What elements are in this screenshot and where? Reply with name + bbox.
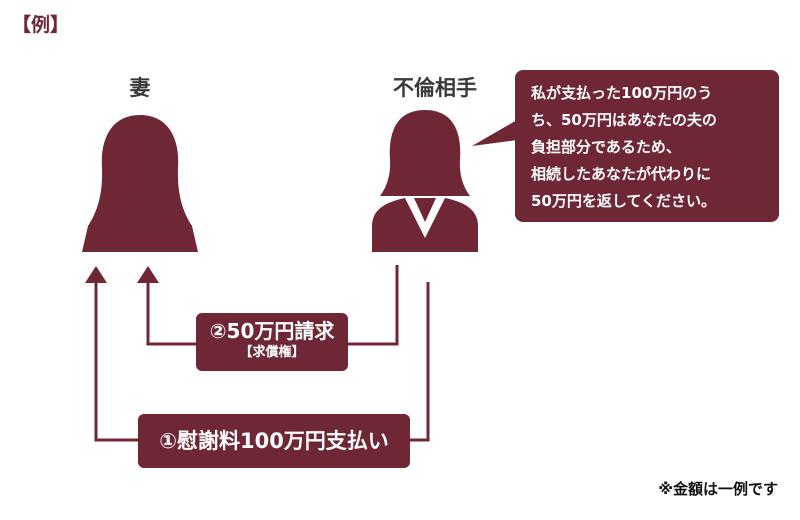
woman-silhouette-icon [82, 115, 198, 252]
businesswoman-silhouette-icon [372, 110, 478, 252]
example-tag: 【例】 [12, 14, 70, 36]
speech-bubble: 私が支払った100万円のう ち、50万円はあなたの夫の 負担部分であるため、 相… [515, 70, 779, 222]
claim-label: ②50万円請求 [209, 319, 335, 343]
payment-label-box: ①慰謝料100万円支払い [138, 414, 410, 468]
payment-arrowhead [85, 266, 107, 283]
claim-arrowhead [137, 266, 159, 283]
claim-label-box: ②50万円請求 【求償権】 [196, 313, 348, 371]
claim-sublabel: 【求償権】 [239, 345, 305, 360]
footnote: ※金額は一例です [658, 480, 778, 498]
wife-label: 妻 [129, 76, 151, 100]
partner-label: 不倫相手 [393, 76, 477, 100]
speech-bubble-tail [472, 120, 517, 146]
